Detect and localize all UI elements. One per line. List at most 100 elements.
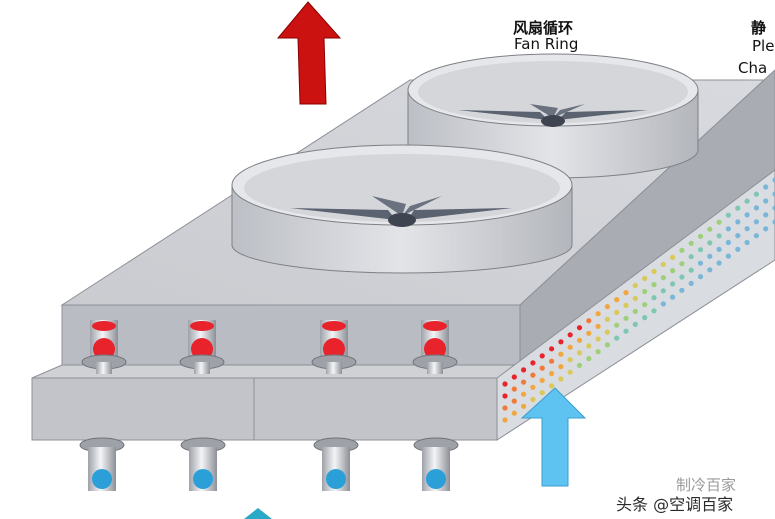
- coil-tube-dot: [763, 184, 769, 190]
- coil-tube-dot: [595, 336, 601, 342]
- coil-tube-dot: [623, 328, 629, 334]
- coil-tube-dot: [623, 315, 629, 321]
- coil-tube-dot: [716, 219, 722, 225]
- coil-tube-dot: [670, 281, 676, 287]
- coil-tube-dot: [539, 365, 545, 371]
- coil-tube-dot: [744, 212, 750, 218]
- hot-connector: [81, 320, 127, 374]
- coil-tube-dot: [642, 288, 648, 295]
- coil-tube-dot: [772, 219, 775, 225]
- coil-tube-dot: [539, 377, 545, 383]
- coil-tube-dot: [679, 287, 685, 293]
- hot-fluid: [424, 338, 446, 360]
- coil-tube-dot: [595, 349, 601, 355]
- coil-tube-dot: [697, 260, 704, 266]
- coil-tube-dot: [549, 383, 555, 389]
- coil-tube-dot: [744, 226, 750, 232]
- hot-connector: [311, 320, 357, 374]
- coil-tube-dot: [642, 315, 648, 321]
- coil-tube-dot: [679, 261, 685, 267]
- coil-tube-dot: [614, 309, 620, 315]
- coil-tube-dot: [679, 274, 685, 280]
- coil-tube-dot: [586, 356, 592, 362]
- hot-fluid: [93, 338, 115, 360]
- plenum-label-cn: 静: [751, 19, 767, 37]
- partial-arrow-teal-icon: [244, 508, 272, 519]
- coil-tube-dot: [697, 247, 704, 253]
- coil-tube-dot: [688, 267, 694, 273]
- coil-tube-dot: [716, 233, 722, 239]
- coil-tube-dot: [651, 295, 657, 301]
- coil-tube-dot: [688, 254, 694, 260]
- coil-tube-dot: [511, 374, 517, 380]
- coil-tube-dot: [614, 335, 620, 341]
- watermark-main: 头条 @空调百家: [616, 495, 734, 514]
- cold-outlet-connectors: [79, 437, 459, 491]
- coil-tube-dot: [521, 391, 527, 397]
- coil-tube-dot: [707, 267, 713, 273]
- coil-tube-dot: [539, 390, 545, 396]
- hot-fluid: [323, 338, 345, 360]
- coil-tube-dot: [549, 370, 555, 377]
- coil-tube-dot: [623, 290, 629, 296]
- coil-tube-dot: [725, 253, 732, 259]
- coil-tube-dot: [763, 198, 769, 204]
- plenum-label-en-1: Ple: [752, 37, 775, 55]
- coil-tube-dot: [586, 330, 592, 336]
- coil-tube-dot: [725, 212, 732, 218]
- fan-ring-label-cn: 风扇循环: [513, 19, 574, 37]
- coil-tube-dot: [725, 239, 732, 246]
- coil-tube-dot: [772, 191, 775, 197]
- coil-tube-dot: [753, 205, 760, 211]
- coil-tube-dot: [763, 226, 769, 232]
- hot-inlet-connectors: [81, 320, 458, 374]
- fan-ring-front: [231, 144, 573, 274]
- cold-connector: [313, 437, 359, 491]
- coil-tubes: [502, 177, 775, 423]
- coil-tube-dot: [735, 233, 741, 239]
- coil-tube-dot: [530, 360, 536, 366]
- coil-tube-dot: [595, 323, 601, 329]
- coil-tube-dot: [511, 410, 517, 416]
- coil-tube-dot: [511, 398, 517, 404]
- coil-tube-dot: [539, 353, 545, 359]
- fan-blades-front: [290, 196, 512, 227]
- coil-tube-dot: [697, 274, 704, 280]
- coil-tube-dot: [632, 308, 638, 314]
- fan-ring-back: [407, 53, 699, 179]
- coil-tube-dot: [567, 344, 573, 350]
- coil-tube-dot: [725, 226, 732, 232]
- cold-connector: [79, 437, 125, 491]
- coil-tube-dot: [679, 247, 685, 253]
- coil-tube-dot: [576, 350, 583, 356]
- up-arrow-red-icon: [276, 1, 342, 105]
- coil-tube-dot: [567, 332, 573, 338]
- coil-tube-dot: [651, 308, 657, 314]
- coil-tube-dot: [660, 261, 666, 267]
- coil-tube-dot: [576, 337, 583, 343]
- coil-tube-dot: [558, 376, 564, 382]
- coil-tube-dot: [632, 282, 638, 289]
- coil-tube-dot: [772, 177, 775, 183]
- hot-fluid: [191, 338, 213, 360]
- coil-tube-dot: [614, 322, 620, 328]
- coil-tube-dot: [716, 246, 722, 252]
- coil-tube-dot: [511, 386, 517, 392]
- coil-tube-dot: [632, 321, 638, 327]
- coil-tube-dot: [604, 342, 611, 348]
- coil-housing-right: [253, 377, 498, 441]
- coil-tube-dot: [614, 297, 620, 303]
- coil-tube-dot: [744, 198, 750, 204]
- coil-tube-dot: [558, 364, 564, 370]
- coil-tube-dot: [530, 372, 536, 378]
- coil-tube-dot: [707, 253, 713, 259]
- coil-tube-dot: [642, 302, 648, 308]
- coil-tube-dot: [632, 295, 638, 302]
- hot-connector: [412, 320, 458, 374]
- coil-tube-dot: [595, 311, 601, 317]
- coil-tube-dot: [549, 346, 555, 352]
- coil-tube-dot: [707, 240, 713, 246]
- coil-tube-dot: [772, 205, 775, 211]
- coil-tube-dot: [502, 393, 508, 399]
- hot-fluid-top: [190, 321, 214, 331]
